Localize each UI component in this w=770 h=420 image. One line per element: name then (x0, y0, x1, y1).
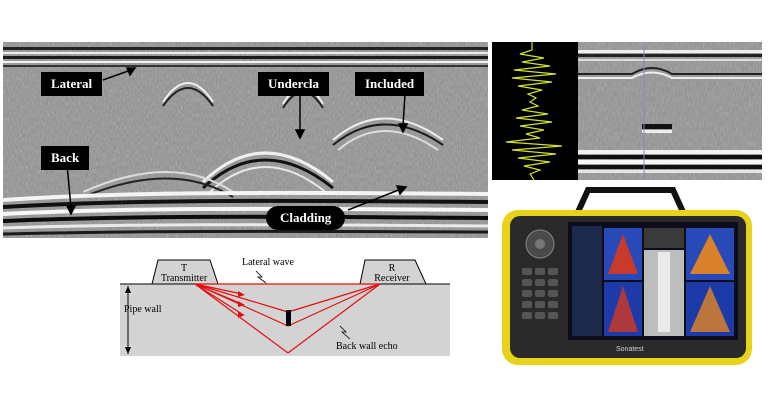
label-undercla: Undercla (258, 72, 330, 96)
back-wall-bands (3, 190, 488, 236)
receiver-letter: R (389, 263, 396, 274)
ascan-waveform (505, 42, 563, 180)
lateral-wave-label: Lateral wave (242, 257, 294, 268)
device-screen-views (572, 226, 734, 336)
label-arrows (65, 67, 409, 216)
small-bscan-bands (578, 50, 762, 173)
label-cladding: Cladding (266, 206, 346, 230)
ascan-bscan-image (492, 42, 762, 180)
device-brand: Sonatest (616, 346, 644, 353)
lateral-wave-pointer (255, 270, 267, 284)
transmitter-label: Transmitter (161, 273, 208, 284)
label-included: Included (355, 72, 425, 96)
pipe-wall-label: Pipe wall (124, 304, 162, 315)
tofd-schematic: T Transmitter R Receiver Lateral wave (110, 246, 460, 361)
label-back: Back (41, 146, 90, 170)
tofd-bscan-image: Lateral Undercla Included Back Cladding (3, 42, 488, 238)
device-handle (575, 187, 686, 214)
pipe-wall-block (120, 284, 450, 356)
back-wall-echo-pointer (339, 325, 351, 340)
transmitter-letter: T (181, 263, 187, 274)
receiver-label: Receiver (374, 273, 410, 284)
defect-marker (286, 310, 291, 326)
beam-arrowheads (238, 291, 245, 318)
lateral-wave-bands (3, 47, 488, 67)
receiver-probe (359, 259, 427, 285)
flaw-detector-device-photo: Sonatest (498, 182, 763, 370)
device-keypad (522, 268, 558, 319)
label-lateral: Lateral (41, 72, 103, 96)
back-wall-echo-label: Back wall echo (336, 341, 398, 352)
ascan-background (492, 42, 578, 180)
